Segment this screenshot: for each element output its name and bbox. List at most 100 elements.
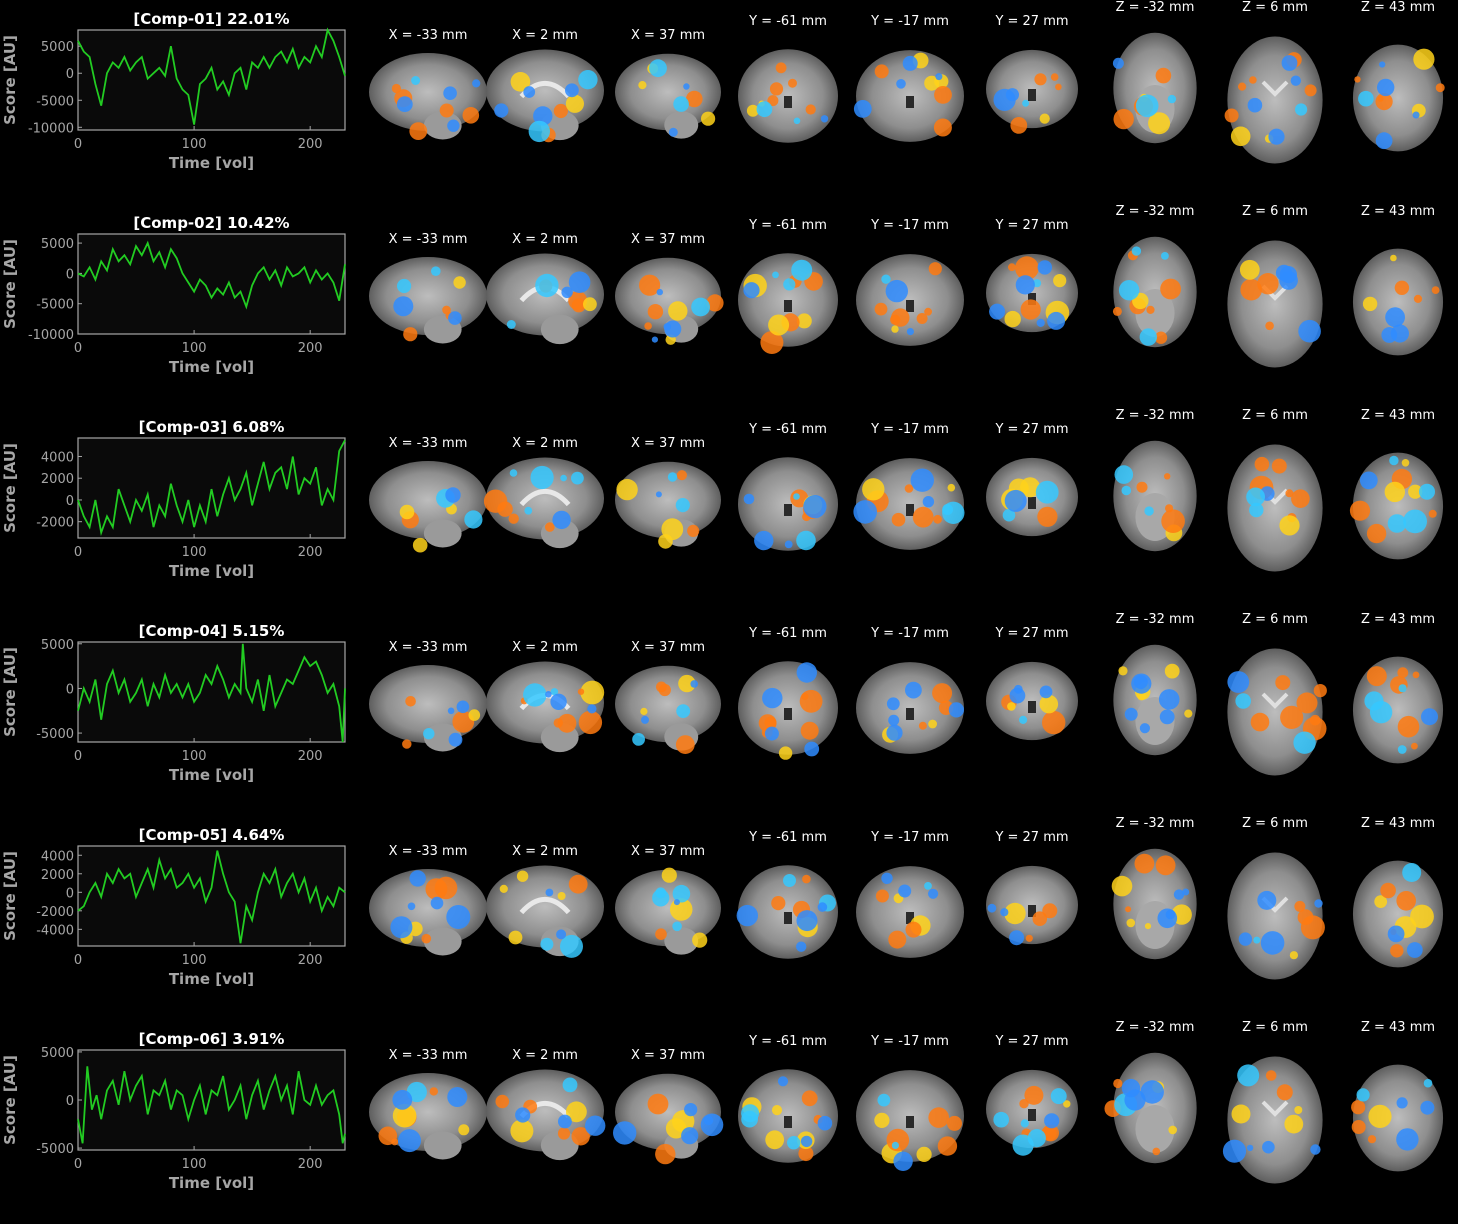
plot-title: [Comp-01] 22.01% — [133, 10, 290, 28]
slice-coordinate-label: Y = -17 mm — [871, 830, 949, 845]
plot-area — [77, 29, 346, 131]
brain-slice-image — [615, 53, 721, 139]
plot-area — [77, 233, 346, 335]
brain-slice-image — [1227, 648, 1327, 776]
plot-title: [Comp-06] 3.91% — [138, 1030, 285, 1048]
x-tick-label: 200 — [298, 749, 323, 764]
brain-slice-image — [1113, 644, 1197, 756]
y-tick-label: -4000 — [36, 923, 74, 938]
x-tick-label: 0 — [74, 545, 82, 560]
plot-title: [Comp-02] 10.42% — [133, 214, 290, 232]
slice-coordinate-label: X = 2 mm — [512, 436, 578, 451]
slice-coordinate-label: X = 2 mm — [512, 1048, 578, 1063]
x-axis-label: Time [vol] — [169, 154, 254, 172]
brain-slice-image — [369, 1073, 487, 1160]
plot-area — [77, 845, 346, 947]
y-tick-label: 0 — [66, 682, 74, 697]
y-axis-label: Score [AU] — [1, 239, 19, 329]
brain-slice-image — [483, 457, 604, 548]
brain-slice-image — [369, 869, 487, 956]
slice-coordinate-label: X = -33 mm — [388, 436, 468, 451]
y-tick-label: 0 — [66, 1094, 74, 1109]
brain-slice-image — [1352, 248, 1444, 356]
x-tick-label: 100 — [182, 1157, 207, 1172]
slice-coordinate-label: Z = 6 mm — [1242, 1020, 1308, 1035]
slice-coordinate-label: Z = 43 mm — [1360, 204, 1436, 219]
brain-slice-image — [736, 865, 838, 959]
brain-slice-image — [1111, 848, 1197, 960]
brain-slice-image — [369, 53, 487, 140]
y-tick-label: -2000 — [36, 905, 74, 920]
x-tick-label: 200 — [298, 137, 323, 152]
slice-coordinate-label: Z = 43 mm — [1360, 408, 1436, 423]
slice-coordinate-label: X = 2 mm — [512, 28, 578, 43]
y-tick-label: 0 — [66, 886, 74, 901]
slice-coordinate-label: Z = 6 mm — [1242, 408, 1308, 423]
brain-slice-image — [1227, 852, 1325, 980]
slice-coordinate-label: X = -33 mm — [388, 28, 468, 43]
brain-slice-image — [1224, 36, 1323, 164]
brain-slice-image — [986, 457, 1078, 537]
slice-coordinate-label: Y = 27 mm — [995, 422, 1069, 437]
brain-slice-image — [738, 661, 838, 760]
x-axis-label: Time [vol] — [169, 766, 254, 784]
x-axis-label: Time [vol] — [169, 562, 254, 580]
slice-coordinate-label: Y = -61 mm — [749, 14, 827, 29]
y-tick-label: 0 — [66, 494, 74, 509]
brain-slice-image — [369, 461, 487, 553]
slice-coordinate-label: Y = -17 mm — [871, 218, 949, 233]
x-tick-label: 200 — [298, 341, 323, 356]
slice-coordinate-label: Z = -32 mm — [1115, 204, 1195, 219]
y-tick-label: 2000 — [41, 472, 74, 487]
slice-coordinate-label: Y = -17 mm — [871, 422, 949, 437]
slice-coordinate-label: X = 2 mm — [512, 232, 578, 247]
slice-coordinate-label: Z = 6 mm — [1242, 0, 1308, 15]
slice-coordinate-label: X = -33 mm — [388, 844, 468, 859]
y-tick-label: 5000 — [41, 638, 74, 653]
x-tick-label: 0 — [74, 341, 82, 356]
y-tick-label: 5000 — [41, 237, 74, 252]
plot-area — [77, 437, 346, 539]
brain-slice-image — [986, 661, 1078, 741]
slice-coordinate-label: Y = -61 mm — [749, 626, 827, 641]
slice-coordinate-label: Y = -61 mm — [749, 830, 827, 845]
slice-coordinate-label: X = 37 mm — [630, 436, 706, 451]
y-tick-label: -2000 — [36, 516, 74, 531]
brain-slice-image — [1352, 860, 1444, 968]
x-tick-label: 0 — [74, 1157, 82, 1172]
brain-slice-image — [369, 665, 487, 752]
brain-slice-image — [738, 49, 838, 143]
y-tick-label: 4000 — [41, 450, 74, 465]
brain-slice-image — [615, 665, 721, 754]
brain-slice-image — [738, 253, 838, 354]
brain-slice-image — [1349, 452, 1444, 560]
slice-coordinate-label: Y = -61 mm — [749, 1034, 827, 1049]
slice-coordinate-label: X = -33 mm — [388, 1048, 468, 1063]
slice-coordinate-label: Y = -17 mm — [871, 14, 949, 29]
x-tick-label: 100 — [182, 137, 207, 152]
slice-coordinate-label: Z = 6 mm — [1242, 816, 1308, 831]
brain-slice-image — [853, 458, 965, 550]
slice-coordinate-label: Z = 6 mm — [1242, 612, 1308, 627]
slice-coordinate-label: X = 37 mm — [630, 844, 706, 859]
brain-slice-image — [1227, 444, 1323, 572]
x-tick-label: 100 — [182, 341, 207, 356]
slice-coordinate-label: Z = 43 mm — [1360, 1020, 1436, 1035]
y-tick-label: -10000 — [28, 121, 74, 136]
brain-slice-image — [856, 1070, 964, 1171]
brain-slice-image — [1222, 1056, 1323, 1184]
brain-slice-image — [486, 661, 605, 752]
x-axis-label: Time [vol] — [169, 970, 254, 988]
x-tick-label: 200 — [298, 953, 323, 968]
slice-coordinate-label: X = 2 mm — [512, 640, 578, 655]
x-tick-label: 0 — [74, 137, 82, 152]
brain-slice-image — [613, 1073, 724, 1165]
y-axis-label: Score [AU] — [1, 35, 19, 125]
